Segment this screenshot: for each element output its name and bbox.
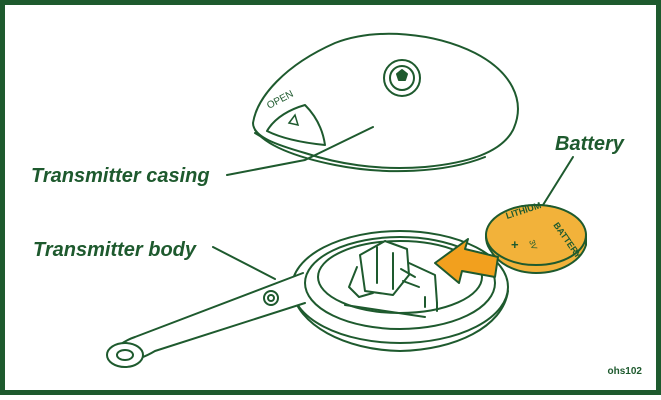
battery-drawing: [485, 204, 587, 274]
transmitter-exploded-illustration: OPEN LITHIUM BATTERY 3V +: [106, 32, 587, 368]
open-triangle-icon: [287, 113, 300, 127]
body-leader-line: [212, 246, 276, 280]
battery-polarity-symbol: +: [511, 237, 519, 252]
casing-leader-line: [226, 126, 374, 176]
transmitter-body-label: Transmitter body: [33, 239, 196, 261]
insert-direction-arrow-icon: [434, 238, 499, 284]
reference-code: ohs102: [607, 366, 642, 377]
battery-leader-line: [542, 156, 574, 206]
battery-model-text: 3V: [527, 239, 539, 252]
transmitter-casing-drawing: [252, 32, 519, 173]
transmitter-casing-label: Transmitter casing: [31, 165, 210, 187]
battery-label: Battery: [555, 133, 624, 155]
